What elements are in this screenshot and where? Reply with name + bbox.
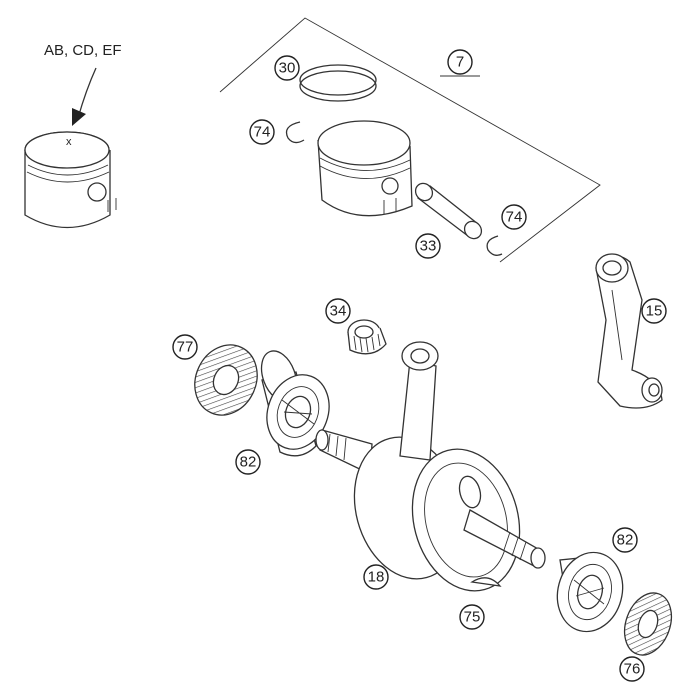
needle-bearing	[347, 319, 387, 355]
callout-77-label: 77	[177, 339, 194, 356]
callout-74-upper-label: 74	[254, 124, 271, 141]
piston-kit-outline	[219, 17, 601, 263]
callout-15-label: 15	[646, 303, 663, 320]
woodruff-key	[470, 577, 502, 587]
piston-ring	[299, 64, 377, 102]
callout-76: 76	[619, 656, 645, 682]
piston-marking-note: AB, CD, EF	[44, 42, 122, 59]
callout-33-label: 33	[420, 238, 437, 255]
piston-marking-detail: AB, CD, EF x	[24, 42, 122, 229]
circlip-upper	[285, 121, 305, 144]
callout-15: 15	[641, 298, 667, 324]
callout-82-right: 82	[612, 527, 638, 553]
callout-34-label: 34	[330, 303, 347, 320]
ball-bearing-left	[260, 350, 330, 457]
circlip-lower	[486, 235, 503, 256]
shaft-seal-left	[194, 344, 258, 416]
callout-75-label: 75	[464, 609, 481, 626]
callout-75: 75	[459, 604, 485, 630]
piston-pin	[414, 182, 483, 240]
piston	[317, 120, 413, 217]
arrow-icon	[72, 108, 86, 126]
callout-30-label: 30	[279, 60, 296, 77]
callout-74-lower: 74	[501, 204, 527, 230]
connecting-rod	[595, 253, 663, 409]
callout-76-label: 76	[624, 661, 641, 678]
callout-7-label: 7	[456, 54, 464, 71]
svg-text:x: x	[66, 136, 72, 148]
callout-82-right-label: 82	[617, 532, 634, 549]
callout-34: 34	[325, 298, 351, 324]
callout-33: 33	[415, 233, 441, 259]
callout-82-left-label: 82	[240, 454, 257, 471]
callout-77: 77	[172, 334, 198, 360]
crankshaft	[315, 341, 546, 592]
ball-bearing-right	[556, 551, 624, 633]
callout-30: 30	[274, 55, 300, 81]
callout-18: 18	[363, 564, 389, 590]
callout-82-left: 82	[235, 449, 261, 475]
shaft-seal-right	[623, 592, 673, 656]
callout-74-lower-label: 74	[506, 209, 523, 226]
callout-18-label: 18	[368, 569, 385, 586]
callout-74-upper: 74	[249, 119, 275, 145]
callout-7: 7	[447, 49, 473, 75]
